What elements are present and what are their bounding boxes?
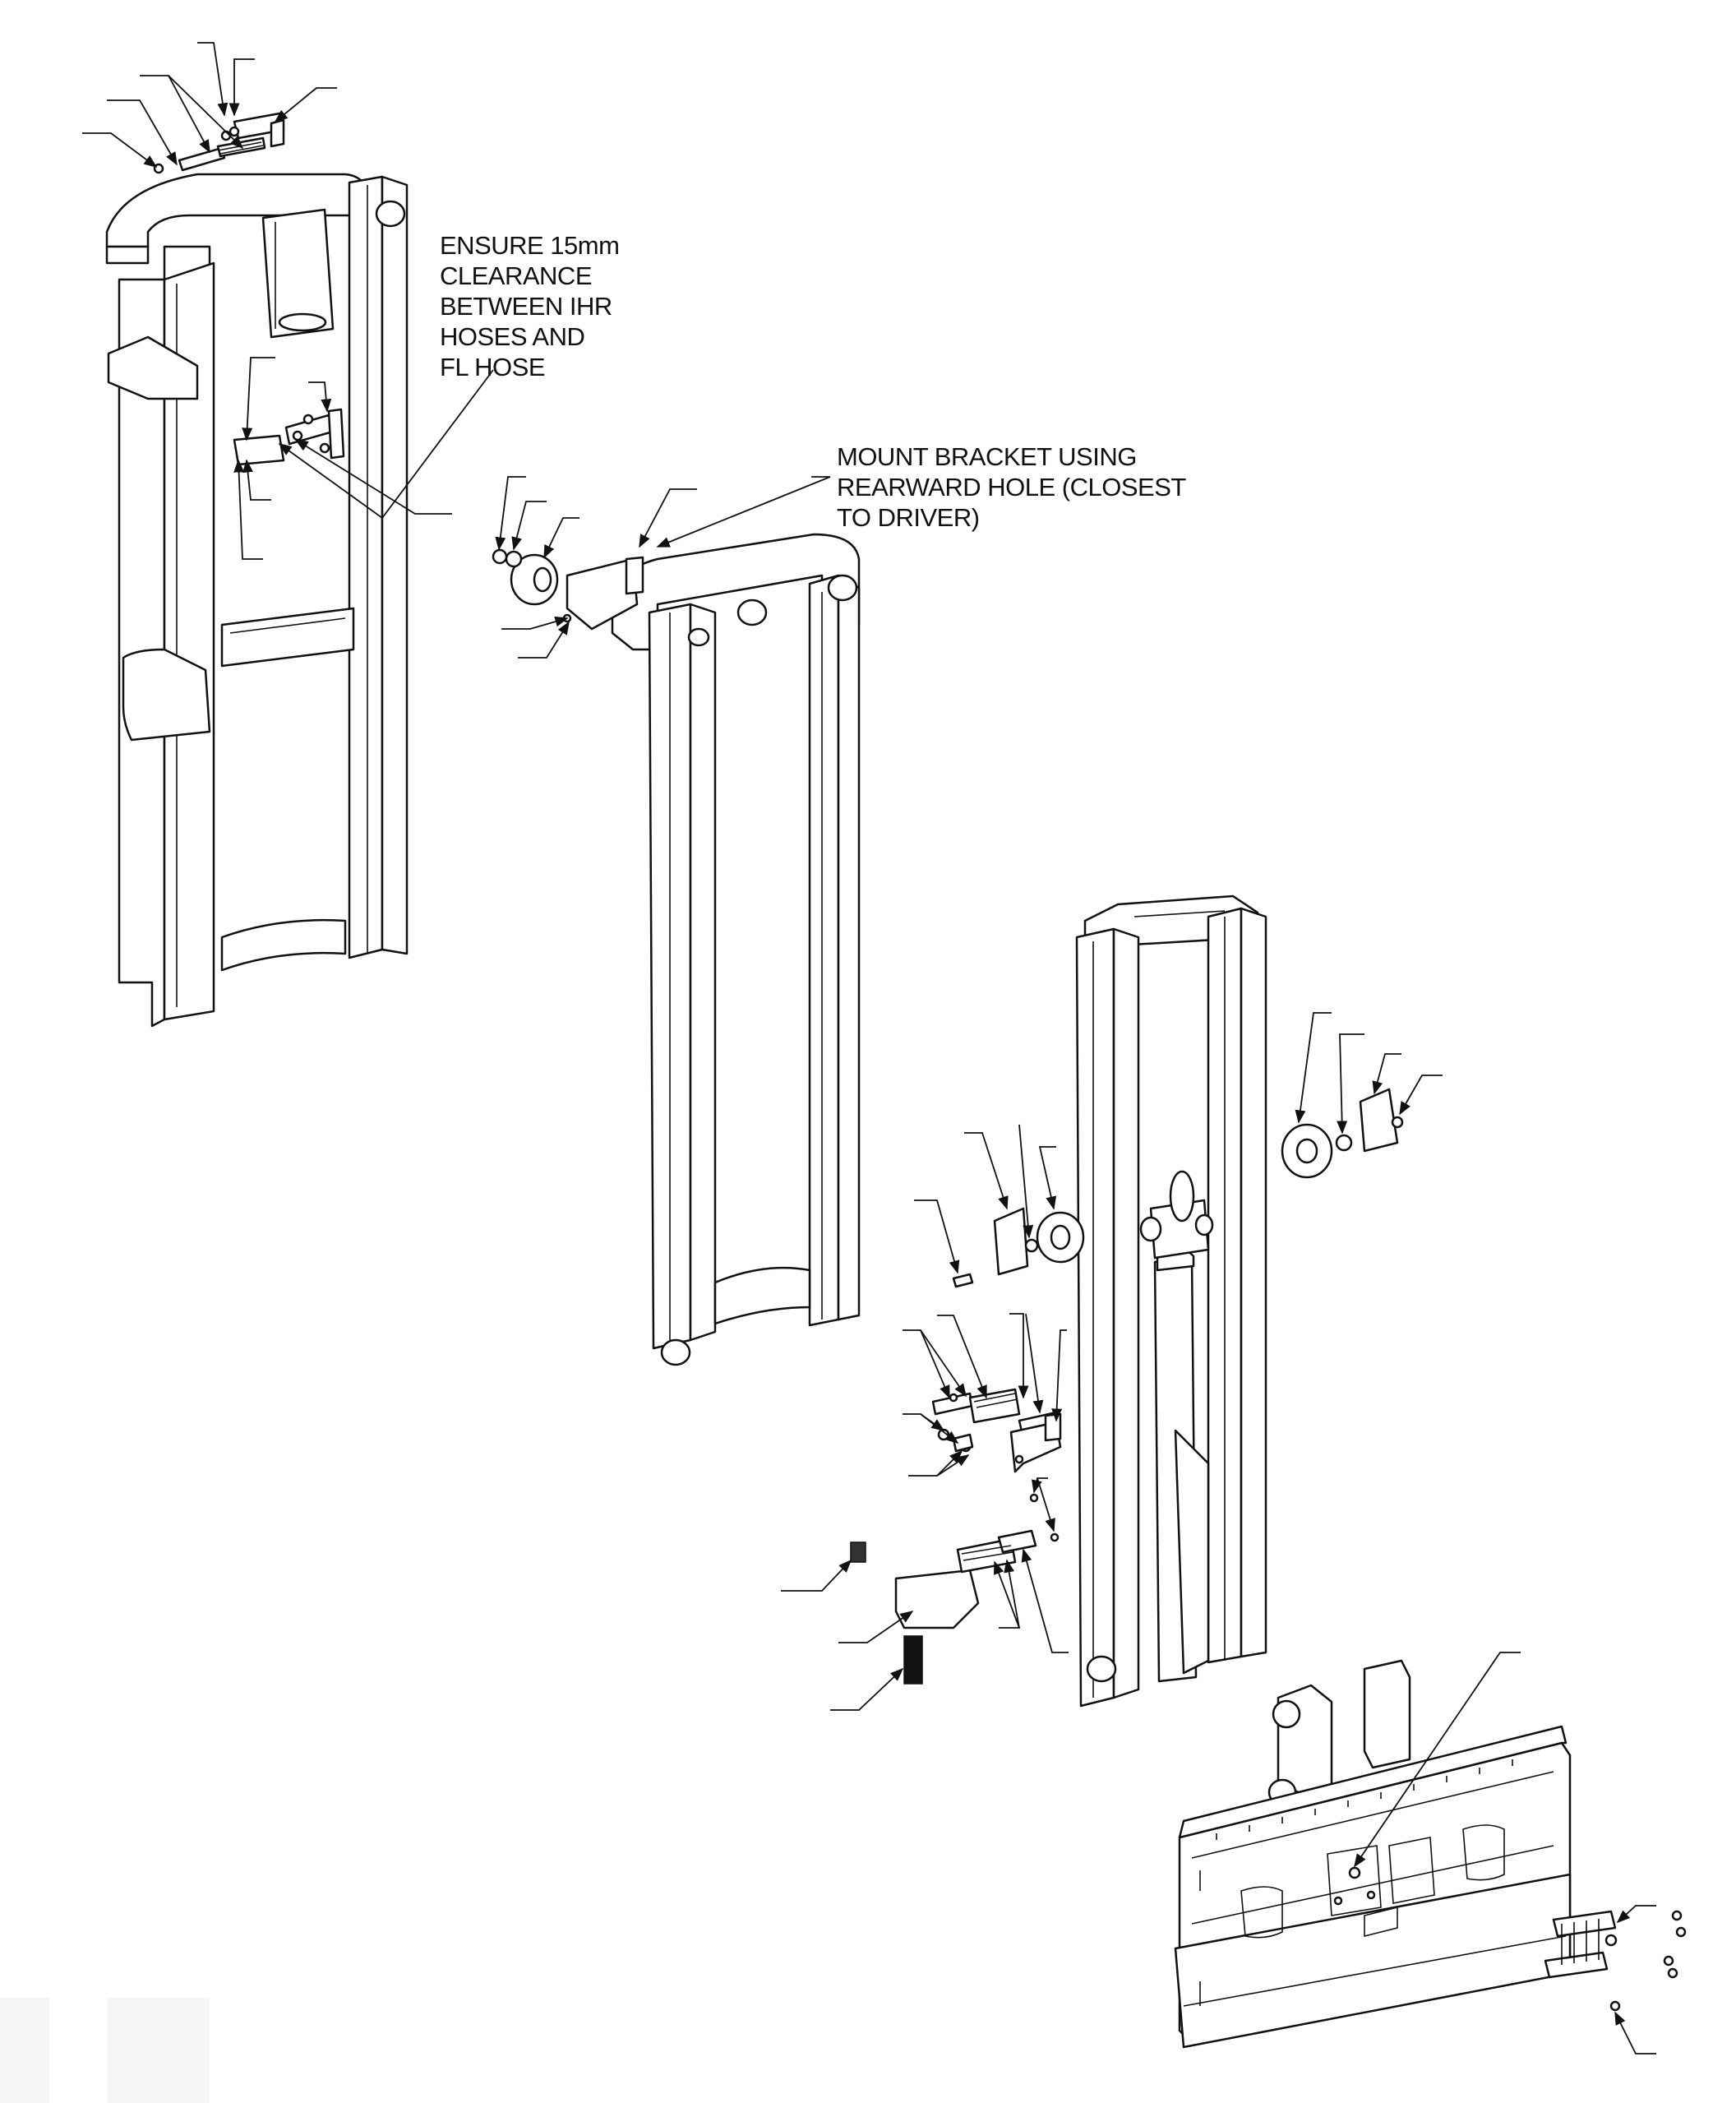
clearance-note-line-2: CLEARANCE bbox=[440, 261, 593, 290]
outer-mast bbox=[105, 173, 409, 1028]
lower-bracket-leaders bbox=[781, 1548, 1069, 1711]
intermediate-mast bbox=[611, 533, 861, 1366]
inner-mast bbox=[1075, 894, 1267, 1708]
inner-sheave-assembly bbox=[952, 1088, 1404, 1288]
bracket-note: MOUNT BRACKET USING REARWARD HOLE (CLOSE… bbox=[837, 441, 1186, 533]
lower-hardware-leaders bbox=[903, 1313, 1067, 1477]
clearance-note: ENSURE 15mm CLEARANCE BETWEEN IHR HOSES … bbox=[440, 230, 620, 382]
bracket-note-line-3: TO DRIVER) bbox=[837, 503, 980, 532]
carriage-leaders bbox=[1354, 1652, 1656, 2054]
clearance-note-line-5: FL HOSE bbox=[440, 353, 546, 381]
outer-mast-leaders bbox=[82, 42, 494, 560]
clearance-note-line-3: BETWEEN IHR bbox=[440, 292, 612, 321]
clearance-note-line-4: HOSES AND bbox=[440, 322, 585, 351]
inner-sheave-leaders bbox=[914, 1012, 1443, 1274]
faint-marks bbox=[0, 1998, 210, 2103]
clearance-note-line-1: ENSURE 15mm bbox=[440, 231, 620, 260]
carriage-hose-hardware bbox=[1544, 1910, 1687, 2012]
bracket-note-line-1: MOUNT BRACKET USING bbox=[837, 442, 1137, 471]
fork-carriage bbox=[1174, 1659, 1572, 2049]
lower-bracket-blocks bbox=[850, 1529, 1037, 1685]
bolts-lower bbox=[1029, 1477, 1060, 1542]
hose-clamp-hardware-lower bbox=[931, 1388, 1062, 1473]
sheave-bracket-assembly bbox=[492, 548, 644, 631]
bracket-note-line-2: REARWARD HOLE (CLOSEST bbox=[837, 473, 1186, 501]
hose-clamp-hardware-top bbox=[153, 112, 285, 174]
intermediate-leaders bbox=[495, 476, 831, 659]
